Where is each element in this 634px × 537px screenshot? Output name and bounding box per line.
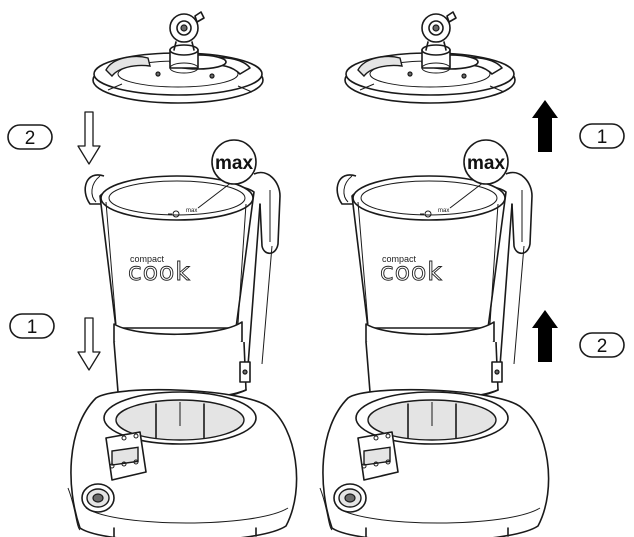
max-callout-left: max: [215, 153, 253, 174]
bowl-left: [84, 171, 281, 402]
step-badge-left-top: [7, 124, 53, 150]
right-panel: compact cook max max 1 2: [319, 11, 625, 537]
max-callout-circle-left: [211, 139, 257, 185]
arrow-up-right-top: [532, 100, 558, 152]
step-badge-right-top: [579, 123, 625, 149]
max-callout-circle-right: [463, 139, 509, 185]
lid-right: [344, 11, 516, 104]
base-unit-right: [319, 388, 550, 537]
arrow-up-right-bottom: [532, 310, 558, 362]
arrow-down-left-top: [77, 111, 101, 165]
step-label-right-bottom: 2: [597, 336, 608, 357]
step-badge-left-bottom: [9, 313, 55, 339]
step-label-right-top: 1: [597, 127, 608, 148]
bowl-fill-mark-left: max: [186, 208, 197, 214]
brand-line1-right: compact: [382, 254, 417, 264]
max-callout-right: max: [467, 153, 505, 174]
brand-line2-left: cook: [128, 257, 191, 286]
bowl-fill-mark-right: max: [438, 208, 449, 214]
brand-line1-left: compact: [130, 254, 165, 264]
step-label-left-bottom: 1: [27, 317, 38, 338]
step-badge-right-bottom: [579, 332, 625, 358]
lid-left: [92, 11, 264, 104]
brand-line2-right: cook: [380, 257, 443, 286]
left-panel: compact cook max max 2 1: [7, 11, 298, 537]
base-unit-left: [67, 388, 298, 537]
step-label-left-top: 2: [25, 128, 36, 149]
arrow-down-left-bottom: [77, 317, 101, 371]
bowl-right: [336, 171, 533, 402]
